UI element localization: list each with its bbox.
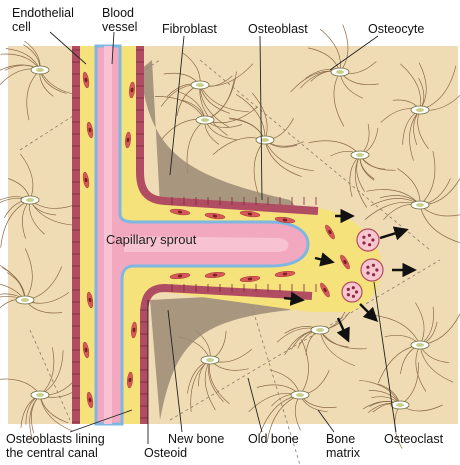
label-osteoblast: Osteoblast	[248, 22, 308, 36]
osteoclast-nucleus	[352, 286, 355, 289]
osteoclast-nucleus	[368, 243, 371, 246]
osteocyte-nucleus	[201, 118, 209, 122]
osteocyte-nucleus	[36, 68, 44, 72]
label-fibroblast: Fibroblast	[162, 22, 217, 36]
osteocyte-nucleus	[316, 328, 324, 332]
label-new-bone: New bone	[168, 432, 224, 446]
label-osteoid: Osteoid	[144, 446, 187, 460]
osteoclast-nucleus	[355, 290, 358, 293]
osteoclast-nucleus	[347, 288, 350, 291]
label-osteoblasts-lining: Osteoblasts lining the central canal	[6, 432, 105, 460]
osteoclast-nucleus	[366, 266, 369, 269]
osteoclast	[361, 259, 383, 281]
osteocyte-nucleus	[356, 153, 364, 157]
osteoclast-nucleus	[362, 236, 365, 239]
osteocyte-nucleus	[196, 83, 204, 87]
label-endothelial-cell: Endothelial cell	[12, 6, 74, 34]
osteocyte-nucleus	[36, 393, 44, 397]
osteocyte-nucleus	[21, 298, 29, 302]
osteoclast-body	[357, 229, 379, 251]
osteocyte-nucleus	[206, 358, 214, 362]
osteocyte-nucleus	[416, 203, 424, 207]
osteoclast-body	[342, 282, 362, 302]
osteoclast-nucleus	[352, 295, 355, 298]
osteocyte-nucleus	[296, 393, 304, 397]
osteoclast-nucleus	[366, 271, 369, 274]
label-bone-matrix: Bone matrix	[326, 432, 360, 460]
osteoclast-nucleus	[347, 293, 350, 296]
osteoclast-nucleus	[371, 238, 374, 241]
osteoclast-nucleus	[375, 268, 378, 271]
osteoclast	[342, 282, 362, 302]
osteoclast-body	[361, 259, 383, 281]
osteoclast-nucleus	[368, 234, 371, 237]
label-blood-vessel: Blood vessel	[102, 6, 137, 34]
osteoclast	[357, 229, 379, 251]
osteoclast-nucleus	[372, 264, 375, 267]
label-old-bone: Old bone	[248, 432, 299, 446]
osteocyte-nucleus	[396, 403, 404, 407]
osteocyte-nucleus	[336, 70, 344, 74]
osteocyte-nucleus	[416, 343, 424, 347]
osteocyte-nucleus	[26, 198, 34, 202]
label-osteoclast: Osteoclast	[384, 432, 443, 446]
osteoclast-nucleus	[362, 241, 365, 244]
osteoclast-nucleus	[372, 273, 375, 276]
label-osteocyte: Osteocyte	[368, 22, 424, 36]
osteocyte-nucleus	[416, 108, 424, 112]
osteocyte-nucleus	[261, 138, 269, 142]
capillary-sprout-label: Capillary sprout	[106, 232, 197, 247]
